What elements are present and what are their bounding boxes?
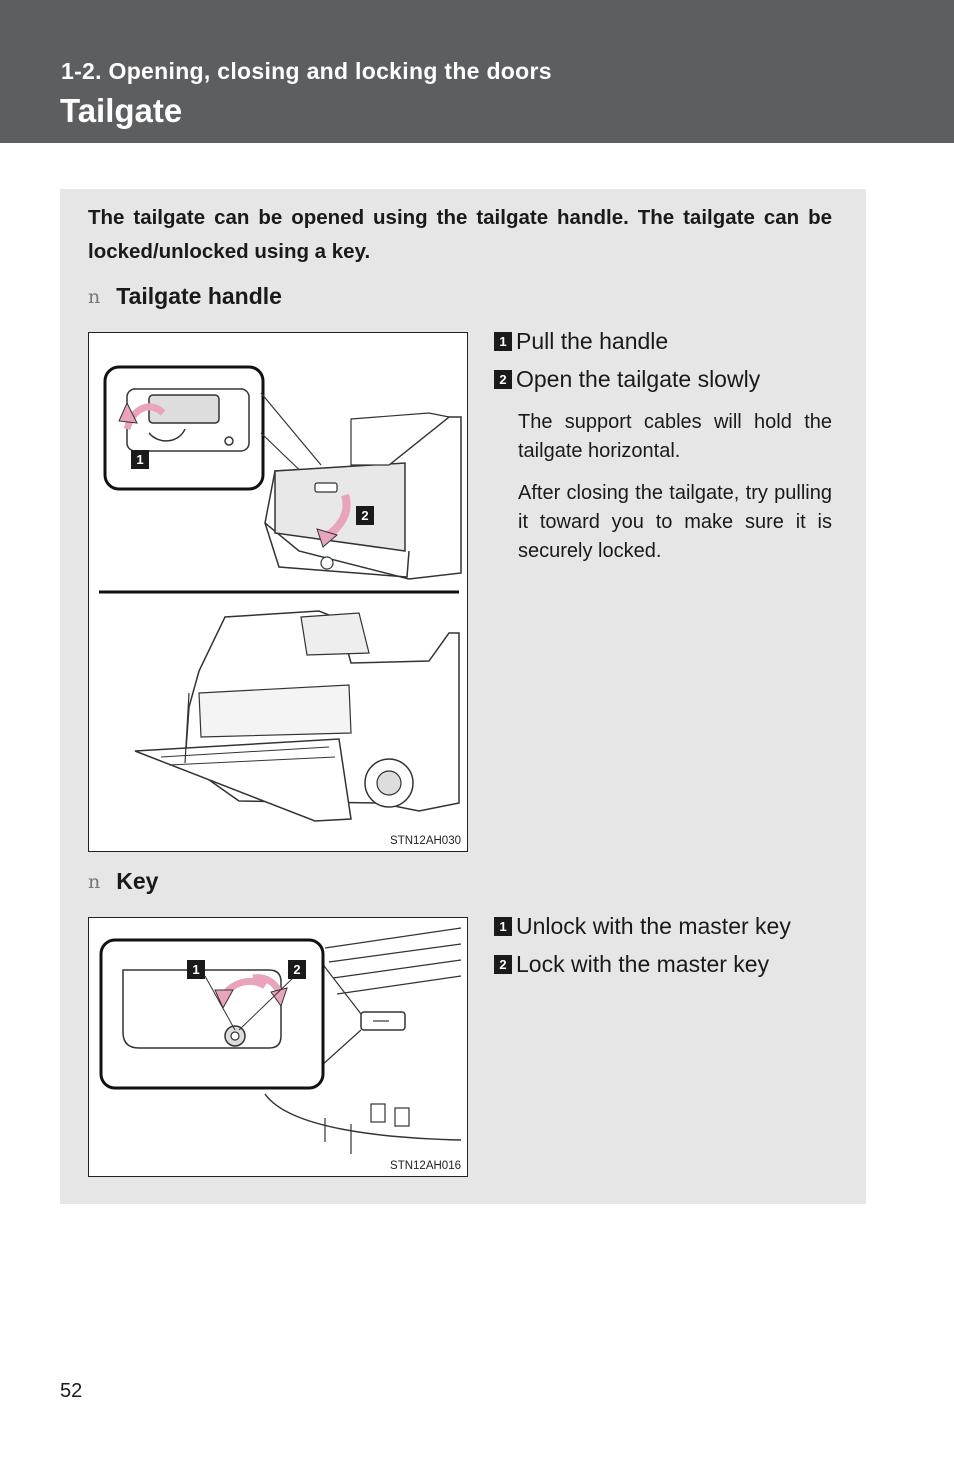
page-header: 1-2. Opening, closing and locking the do… xyxy=(0,0,954,143)
step-text: Unlock with the master key xyxy=(516,912,791,939)
step-text: Lock with the master key xyxy=(516,950,770,977)
key-illustration: 1 2 STN12AH016 xyxy=(88,917,468,1177)
key-heading-label: Key xyxy=(116,868,159,894)
step-1: 1 Unlock with the master key xyxy=(494,907,834,945)
tailgate-handle-illustration: 1 2 STN12AH030 xyxy=(88,332,468,852)
step-1: 1 Pull the handle xyxy=(494,322,834,360)
page-title: Tailgate xyxy=(60,92,183,129)
callout-2: 2 xyxy=(288,960,306,979)
bullet-marker: n xyxy=(88,870,101,893)
step-2: 2 Open the tailgate slowly xyxy=(494,360,834,398)
key-steps: 1 Unlock with the master key 2 Lock with… xyxy=(494,907,834,983)
note-support-cables: The support cables will hold the tailgat… xyxy=(518,411,832,462)
key-heading: n Key xyxy=(88,868,158,895)
step-text: Pull the handle xyxy=(516,327,669,354)
callout-1: 1 xyxy=(131,450,149,469)
figure-code: STN12AH030 xyxy=(390,835,461,847)
tailgate-handle-drawing xyxy=(99,365,462,822)
step-number: 2 xyxy=(494,369,512,389)
key-lock-drawing xyxy=(99,927,462,1154)
section-title: 1-2. Opening, closing and locking the do… xyxy=(61,58,552,84)
step-number: 2 xyxy=(494,954,512,974)
callout-2: 2 xyxy=(356,506,374,525)
step-number: 1 xyxy=(494,331,512,351)
step-number: 1 xyxy=(494,916,512,936)
step-text: Open the tailgate slowly xyxy=(516,365,761,392)
figure-code: STN12AH016 xyxy=(390,1160,461,1172)
callout-1: 1 xyxy=(187,960,205,979)
tailgate-handle-heading-label: Tailgate handle xyxy=(116,283,282,309)
tailgate-handle-steps: 1 Pull the handle 2 Open the tailgate sl… xyxy=(494,322,834,398)
step-2: 2 Lock with the master key xyxy=(494,945,834,983)
page-number: 52 xyxy=(60,1380,83,1402)
content-panel: The tailgate can be opened using the tai… xyxy=(60,189,866,1204)
bullet-marker: n xyxy=(88,285,101,308)
tailgate-handle-heading: n Tailgate handle xyxy=(88,283,282,310)
note-securely-locked: After closing the tailgate, try pulling … xyxy=(518,482,832,562)
intro-text: The tailgate can be opened using the tai… xyxy=(88,206,832,263)
